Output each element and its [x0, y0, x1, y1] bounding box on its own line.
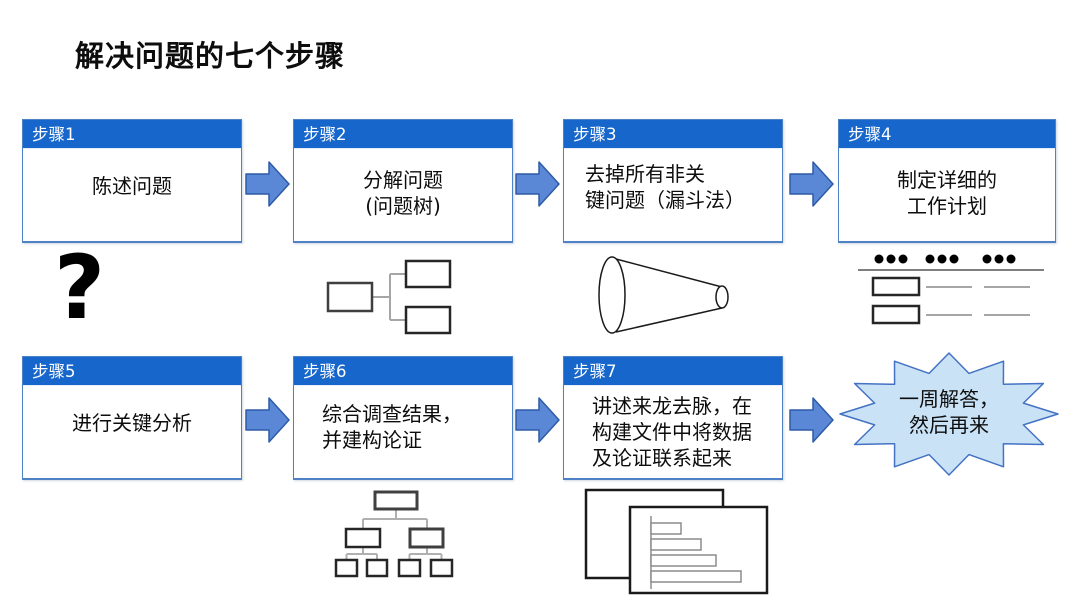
step-4-header: 步骤4 — [839, 120, 1055, 149]
step-7-header: 步骤7 — [564, 357, 782, 386]
step-3-header: 步骤3 — [564, 120, 782, 149]
step-box-7: 步骤7 讲述来龙去脉，在 构建文件中将数据 及论证联系起来 — [563, 356, 783, 480]
right-arrow-icon — [789, 161, 834, 207]
step-box-6: 步骤6 综合调查结果， 并建构论证 — [293, 356, 513, 480]
step-2-header: 步骤2 — [294, 120, 512, 149]
step-3-body: 去掉所有非关 键问题（漏斗法） — [585, 162, 745, 212]
question-mark-icon: ? — [54, 236, 106, 339]
step-box-2: 步骤2 分解问题 (问题树) — [293, 119, 513, 243]
right-arrow-icon — [515, 161, 560, 207]
page-title: 解决问题的七个步骤 — [75, 39, 346, 73]
issue-tree-icon — [326, 259, 452, 335]
step-box-4: 步骤4 制定详细的 工作计划 — [838, 119, 1056, 243]
funnel-icon — [598, 256, 729, 334]
step-1-header: 步骤1 — [23, 120, 241, 149]
result-burst-label: 一周解答， 然后再来 — [899, 387, 999, 437]
work-plan-icon — [858, 254, 1044, 325]
step-4-body: 制定详细的 工作计划 — [897, 168, 997, 218]
right-arrow-icon — [245, 161, 290, 207]
step-5-header: 步骤5 — [23, 357, 241, 386]
step-2-body: 分解问题 (问题树) — [363, 168, 443, 218]
step-7-body: 讲述来龙去脉，在 构建文件中将数据 及论证联系起来 — [592, 394, 752, 470]
report-slides-icon — [584, 488, 769, 595]
org-chart-icon — [334, 490, 454, 578]
right-arrow-icon — [789, 397, 834, 443]
step-6-body: 综合调查结果， 并建构论证 — [322, 402, 462, 452]
step-box-5: 步骤5 进行关键分析 — [22, 356, 242, 480]
step-box-1: 步骤1 陈述问题 — [22, 119, 242, 243]
right-arrow-icon — [245, 397, 290, 443]
right-arrow-icon — [515, 397, 560, 443]
step-1-body: 陈述问题 — [92, 174, 172, 198]
step-6-header: 步骤6 — [294, 357, 512, 386]
starburst-shape — [839, 352, 1059, 476]
step-5-body: 进行关键分析 — [72, 411, 192, 435]
step-box-3: 步骤3 去掉所有非关 键问题（漏斗法） — [563, 119, 783, 243]
